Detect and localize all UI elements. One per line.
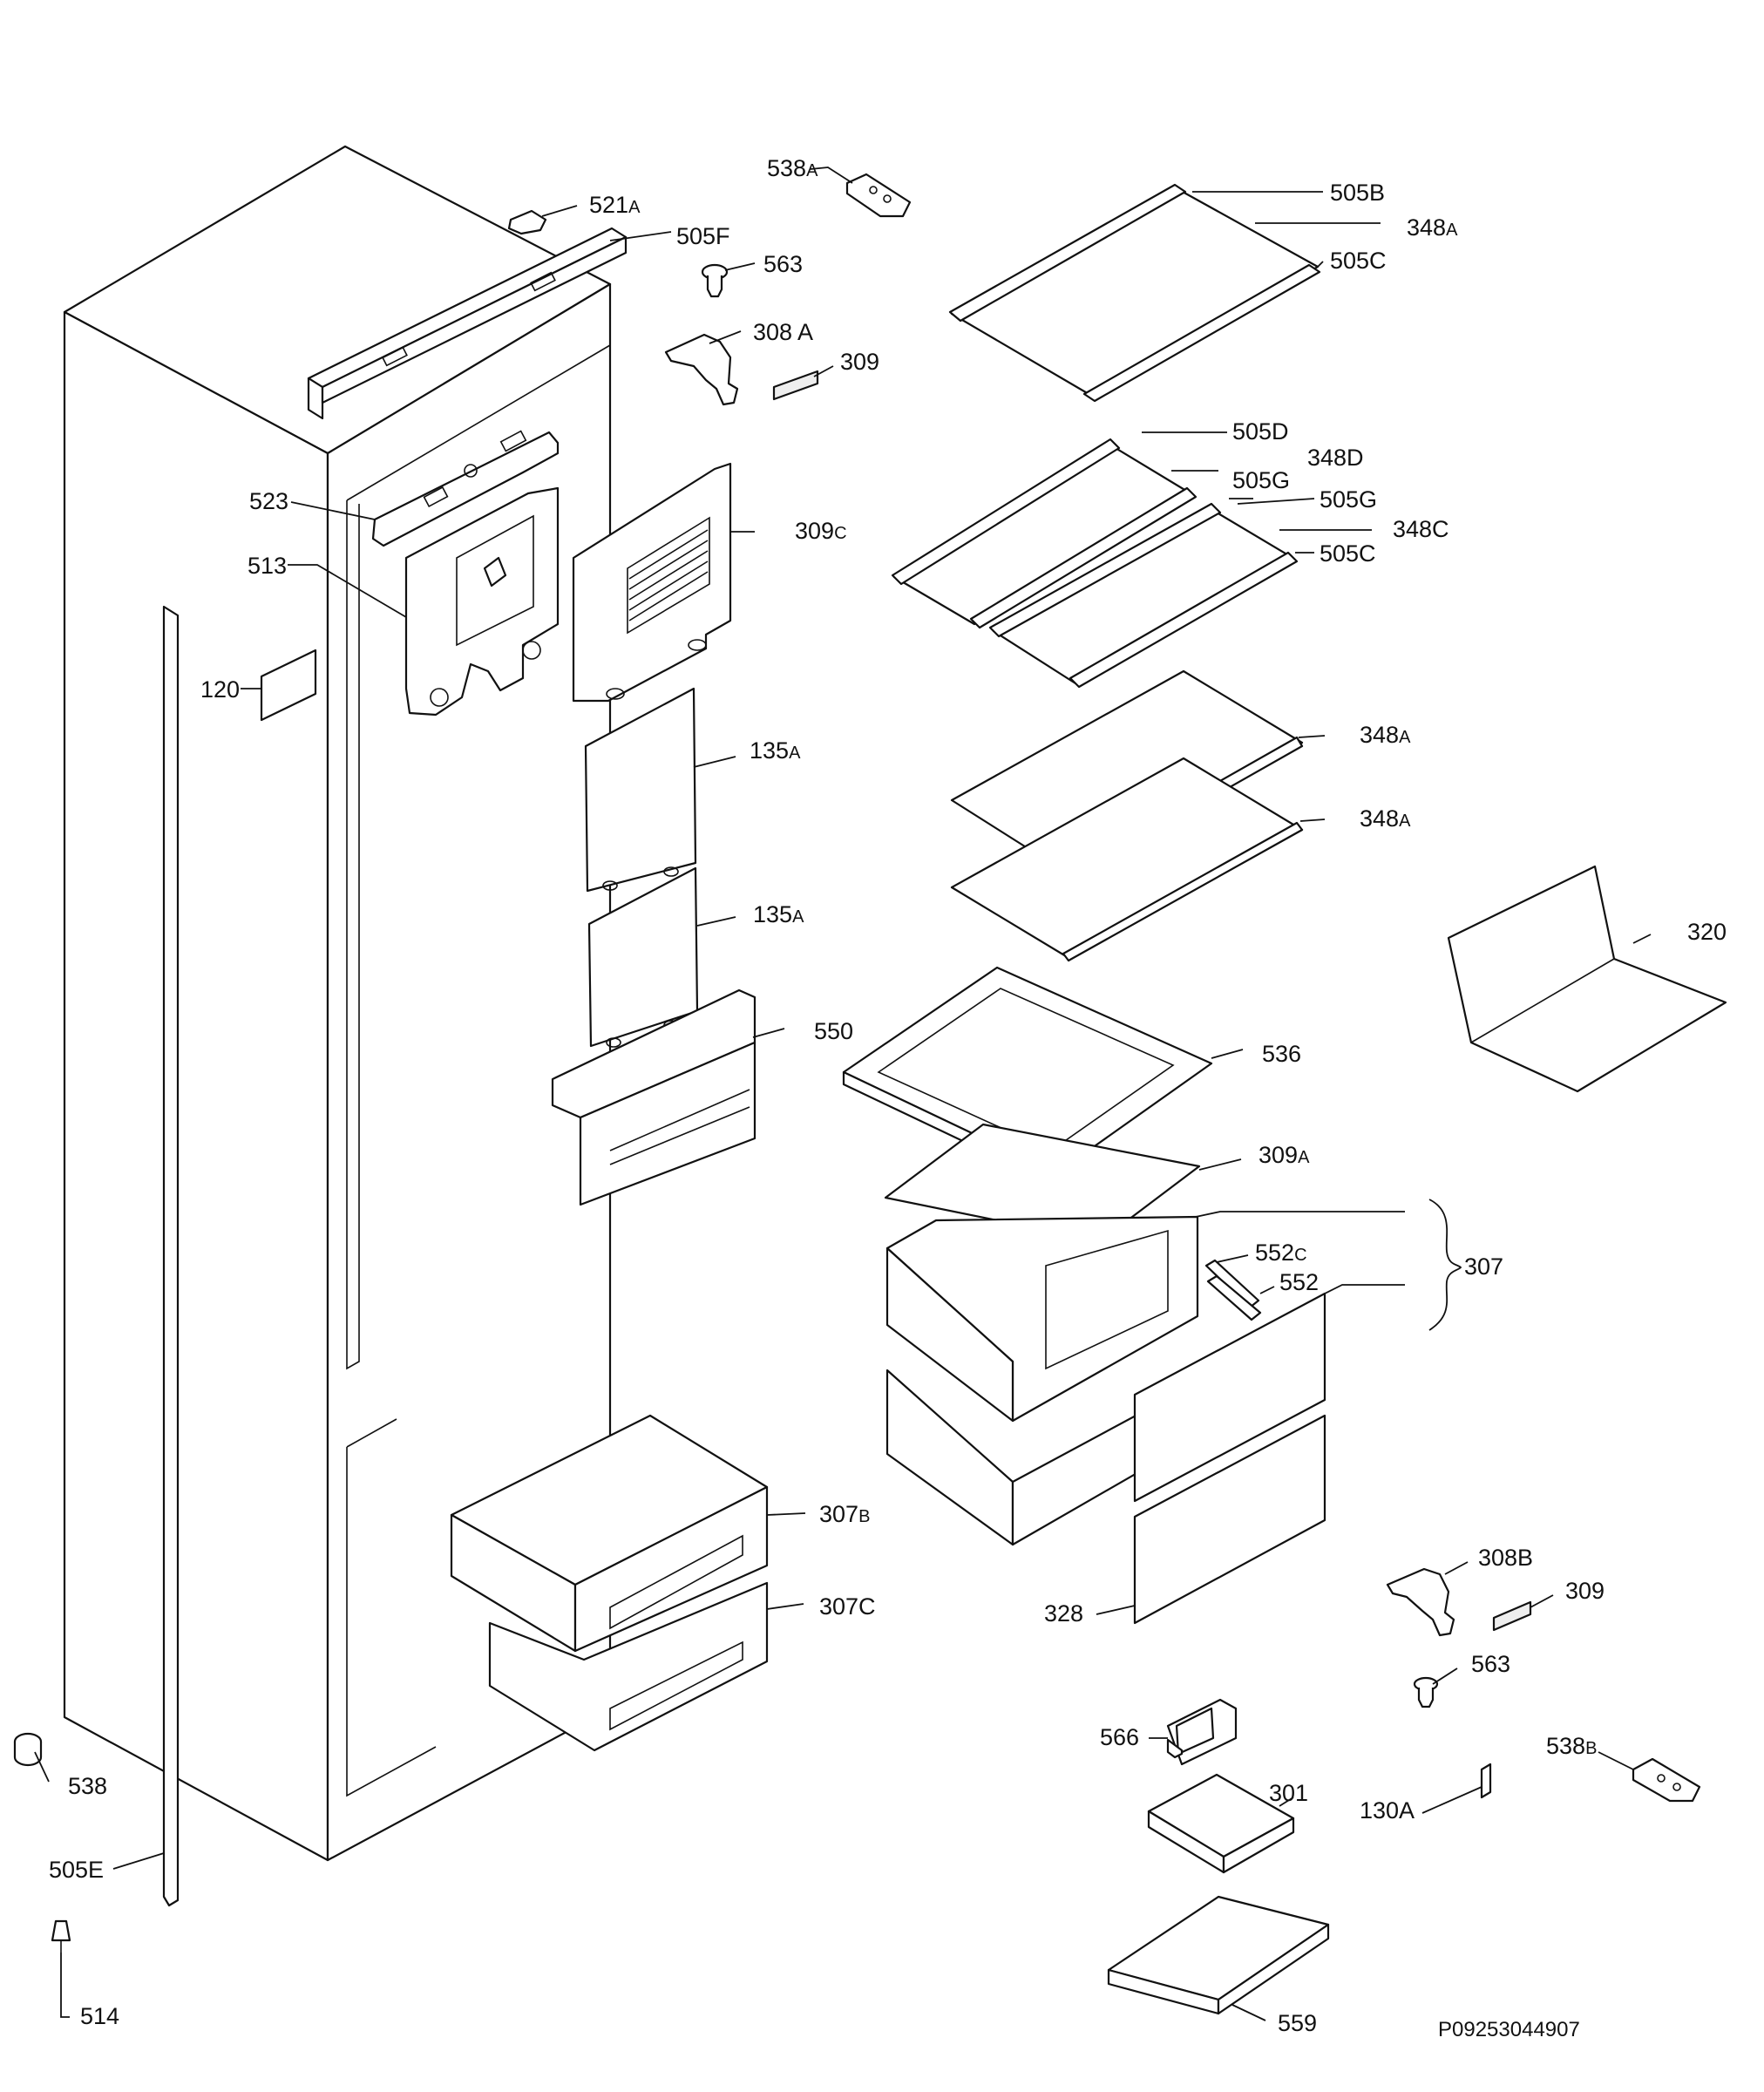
top-rail-505f xyxy=(307,227,628,420)
label-320: 320 xyxy=(1687,919,1727,945)
shelf-348c xyxy=(988,502,1299,689)
label-328: 328 xyxy=(1044,1600,1083,1627)
clip-130a xyxy=(1480,1763,1492,1799)
cover-550 xyxy=(551,988,756,1206)
label-308a: 308 A xyxy=(753,319,813,345)
label-348c: 348C xyxy=(1393,516,1449,542)
fan-cover-309c xyxy=(572,462,732,703)
hinge-308a xyxy=(664,333,739,406)
label-538b: 538B xyxy=(1546,1733,1597,1759)
label-307c: 307C xyxy=(819,1593,876,1620)
front-328-lower xyxy=(1133,1414,1326,1625)
hinge-308b xyxy=(1386,1567,1455,1637)
label-348a-mid2: 348A xyxy=(1360,805,1411,832)
rail-552 xyxy=(1204,1259,1262,1321)
label-309c: 309C xyxy=(795,518,847,544)
label-552c: 552C xyxy=(1255,1240,1307,1266)
label-505g-1: 505G xyxy=(1232,467,1290,493)
label-135a-upper: 135A xyxy=(750,737,801,764)
label-348a-top: 348A xyxy=(1407,214,1458,241)
bin-307b xyxy=(450,1414,769,1653)
label-521a: 521A xyxy=(589,192,641,218)
label-550: 550 xyxy=(814,1018,853,1044)
label-308b: 308B xyxy=(1478,1545,1533,1571)
pad-309-lower xyxy=(1492,1600,1532,1632)
label-120 xyxy=(260,649,317,722)
label-130a: 130A xyxy=(1360,1797,1415,1824)
door-gasket-505e xyxy=(162,605,180,1907)
label-309-lower: 309 xyxy=(1565,1578,1605,1604)
label-505d: 505D xyxy=(1232,418,1289,445)
screw-563-lower xyxy=(1413,1676,1439,1708)
drawing-code: P09253044907 xyxy=(1438,2018,1580,2041)
cover-523 xyxy=(371,430,560,547)
pad-309 xyxy=(772,370,819,401)
shelf-348a-top xyxy=(948,183,1321,403)
bracket-538a xyxy=(845,173,912,218)
label-135a-lower: 135A xyxy=(753,901,804,927)
label-505g-2: 505G xyxy=(1320,486,1377,513)
shelf-348d xyxy=(891,438,1197,629)
ice-cube-tray-301 xyxy=(1147,1773,1295,1874)
screw-563-top xyxy=(701,263,729,298)
cap-521a xyxy=(507,209,547,235)
drawer-307-upper xyxy=(885,1215,1199,1423)
label-559: 559 xyxy=(1278,2010,1317,2036)
label-566: 566 xyxy=(1100,1724,1139,1750)
label-514: 514 xyxy=(80,2003,119,2029)
front-328-upper xyxy=(1133,1292,1326,1503)
label-513: 513 xyxy=(248,553,287,579)
label-552: 552 xyxy=(1279,1269,1319,1295)
leader-lines xyxy=(34,166,1652,2021)
label-563-top: 563 xyxy=(763,251,803,277)
foot-538 xyxy=(13,1732,43,1767)
housing-513 xyxy=(404,486,560,717)
label-301: 301 xyxy=(1269,1780,1308,1806)
basket-320 xyxy=(1447,865,1727,1093)
cabinet-body xyxy=(63,145,612,1862)
ice-tray-559 xyxy=(1107,1895,1330,2015)
label-307b: 307B xyxy=(819,1501,870,1527)
label-536: 536 xyxy=(1262,1041,1301,1067)
label-120: 120 xyxy=(200,676,240,703)
label-523: 523 xyxy=(249,488,288,514)
flap-135a-upper xyxy=(584,687,697,893)
label-309-top: 309 xyxy=(840,349,879,375)
label-309a: 309A xyxy=(1259,1142,1310,1168)
label-538: 538 xyxy=(68,1773,107,1799)
shelf-348a-mid2 xyxy=(950,757,1304,962)
key-566 xyxy=(1166,1698,1238,1766)
label-348a-mid1: 348A xyxy=(1360,722,1411,748)
label-505b: 505B xyxy=(1330,180,1385,206)
bracket-538b xyxy=(1632,1757,1701,1803)
label-563-lower: 563 xyxy=(1471,1651,1510,1677)
label-348d: 348D xyxy=(1307,445,1364,471)
part-labels: 521A 538A 505F 563 308 A 309 505B 348A 5… xyxy=(49,155,1727,2041)
label-505c-2: 505C xyxy=(1320,540,1376,567)
clip-514 xyxy=(51,1919,71,1953)
label-538a: 538A xyxy=(767,155,818,181)
label-307: 307 xyxy=(1464,1253,1503,1280)
label-505e: 505E xyxy=(49,1857,104,1883)
bin-307c xyxy=(488,1581,769,1752)
label-505c-top: 505C xyxy=(1330,248,1387,274)
label-505f: 505F xyxy=(676,223,730,249)
